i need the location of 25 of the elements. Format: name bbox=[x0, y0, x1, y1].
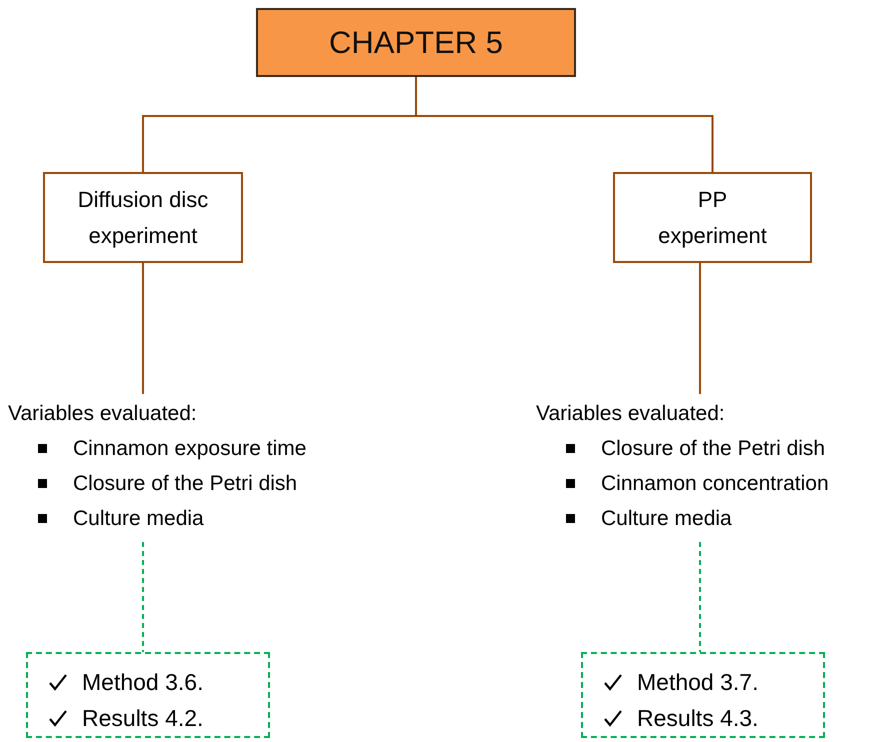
connector-line bbox=[142, 263, 144, 394]
variable-item: Closure of the Petri dish bbox=[601, 436, 826, 462]
variables-heading: Variables evaluated: bbox=[8, 401, 198, 427]
chapter-title-box bbox=[256, 8, 576, 77]
reference-item: Method 3.6. bbox=[82, 668, 204, 697]
chapter-title: CHAPTER 5 bbox=[329, 24, 503, 60]
experiment-label: PP experiment bbox=[657, 186, 768, 250]
variable-item: Culture media bbox=[73, 506, 204, 532]
experiment-box bbox=[43, 172, 243, 263]
reference-box bbox=[26, 652, 270, 738]
experiment-box bbox=[613, 172, 812, 263]
reference-box bbox=[581, 652, 825, 738]
connector-line bbox=[415, 77, 714, 172]
connector-line bbox=[142, 542, 144, 652]
connector-line bbox=[699, 542, 701, 652]
variable-item: Cinnamon exposure time bbox=[73, 436, 306, 462]
reference-item: Results 4.3. bbox=[637, 704, 758, 733]
reference-item: Method 3.7. bbox=[637, 668, 758, 697]
variable-item: Closure of the Petri dish bbox=[73, 471, 298, 497]
variable-item: Culture media bbox=[601, 506, 732, 532]
variables-heading: Variables evaluated: bbox=[536, 401, 726, 427]
variable-item: Cinnamon concentration bbox=[601, 471, 829, 497]
connector-line bbox=[699, 263, 701, 394]
experiment-label: Diffusion disc experiment bbox=[76, 186, 210, 250]
reference-item: Results 4.2. bbox=[82, 704, 204, 733]
